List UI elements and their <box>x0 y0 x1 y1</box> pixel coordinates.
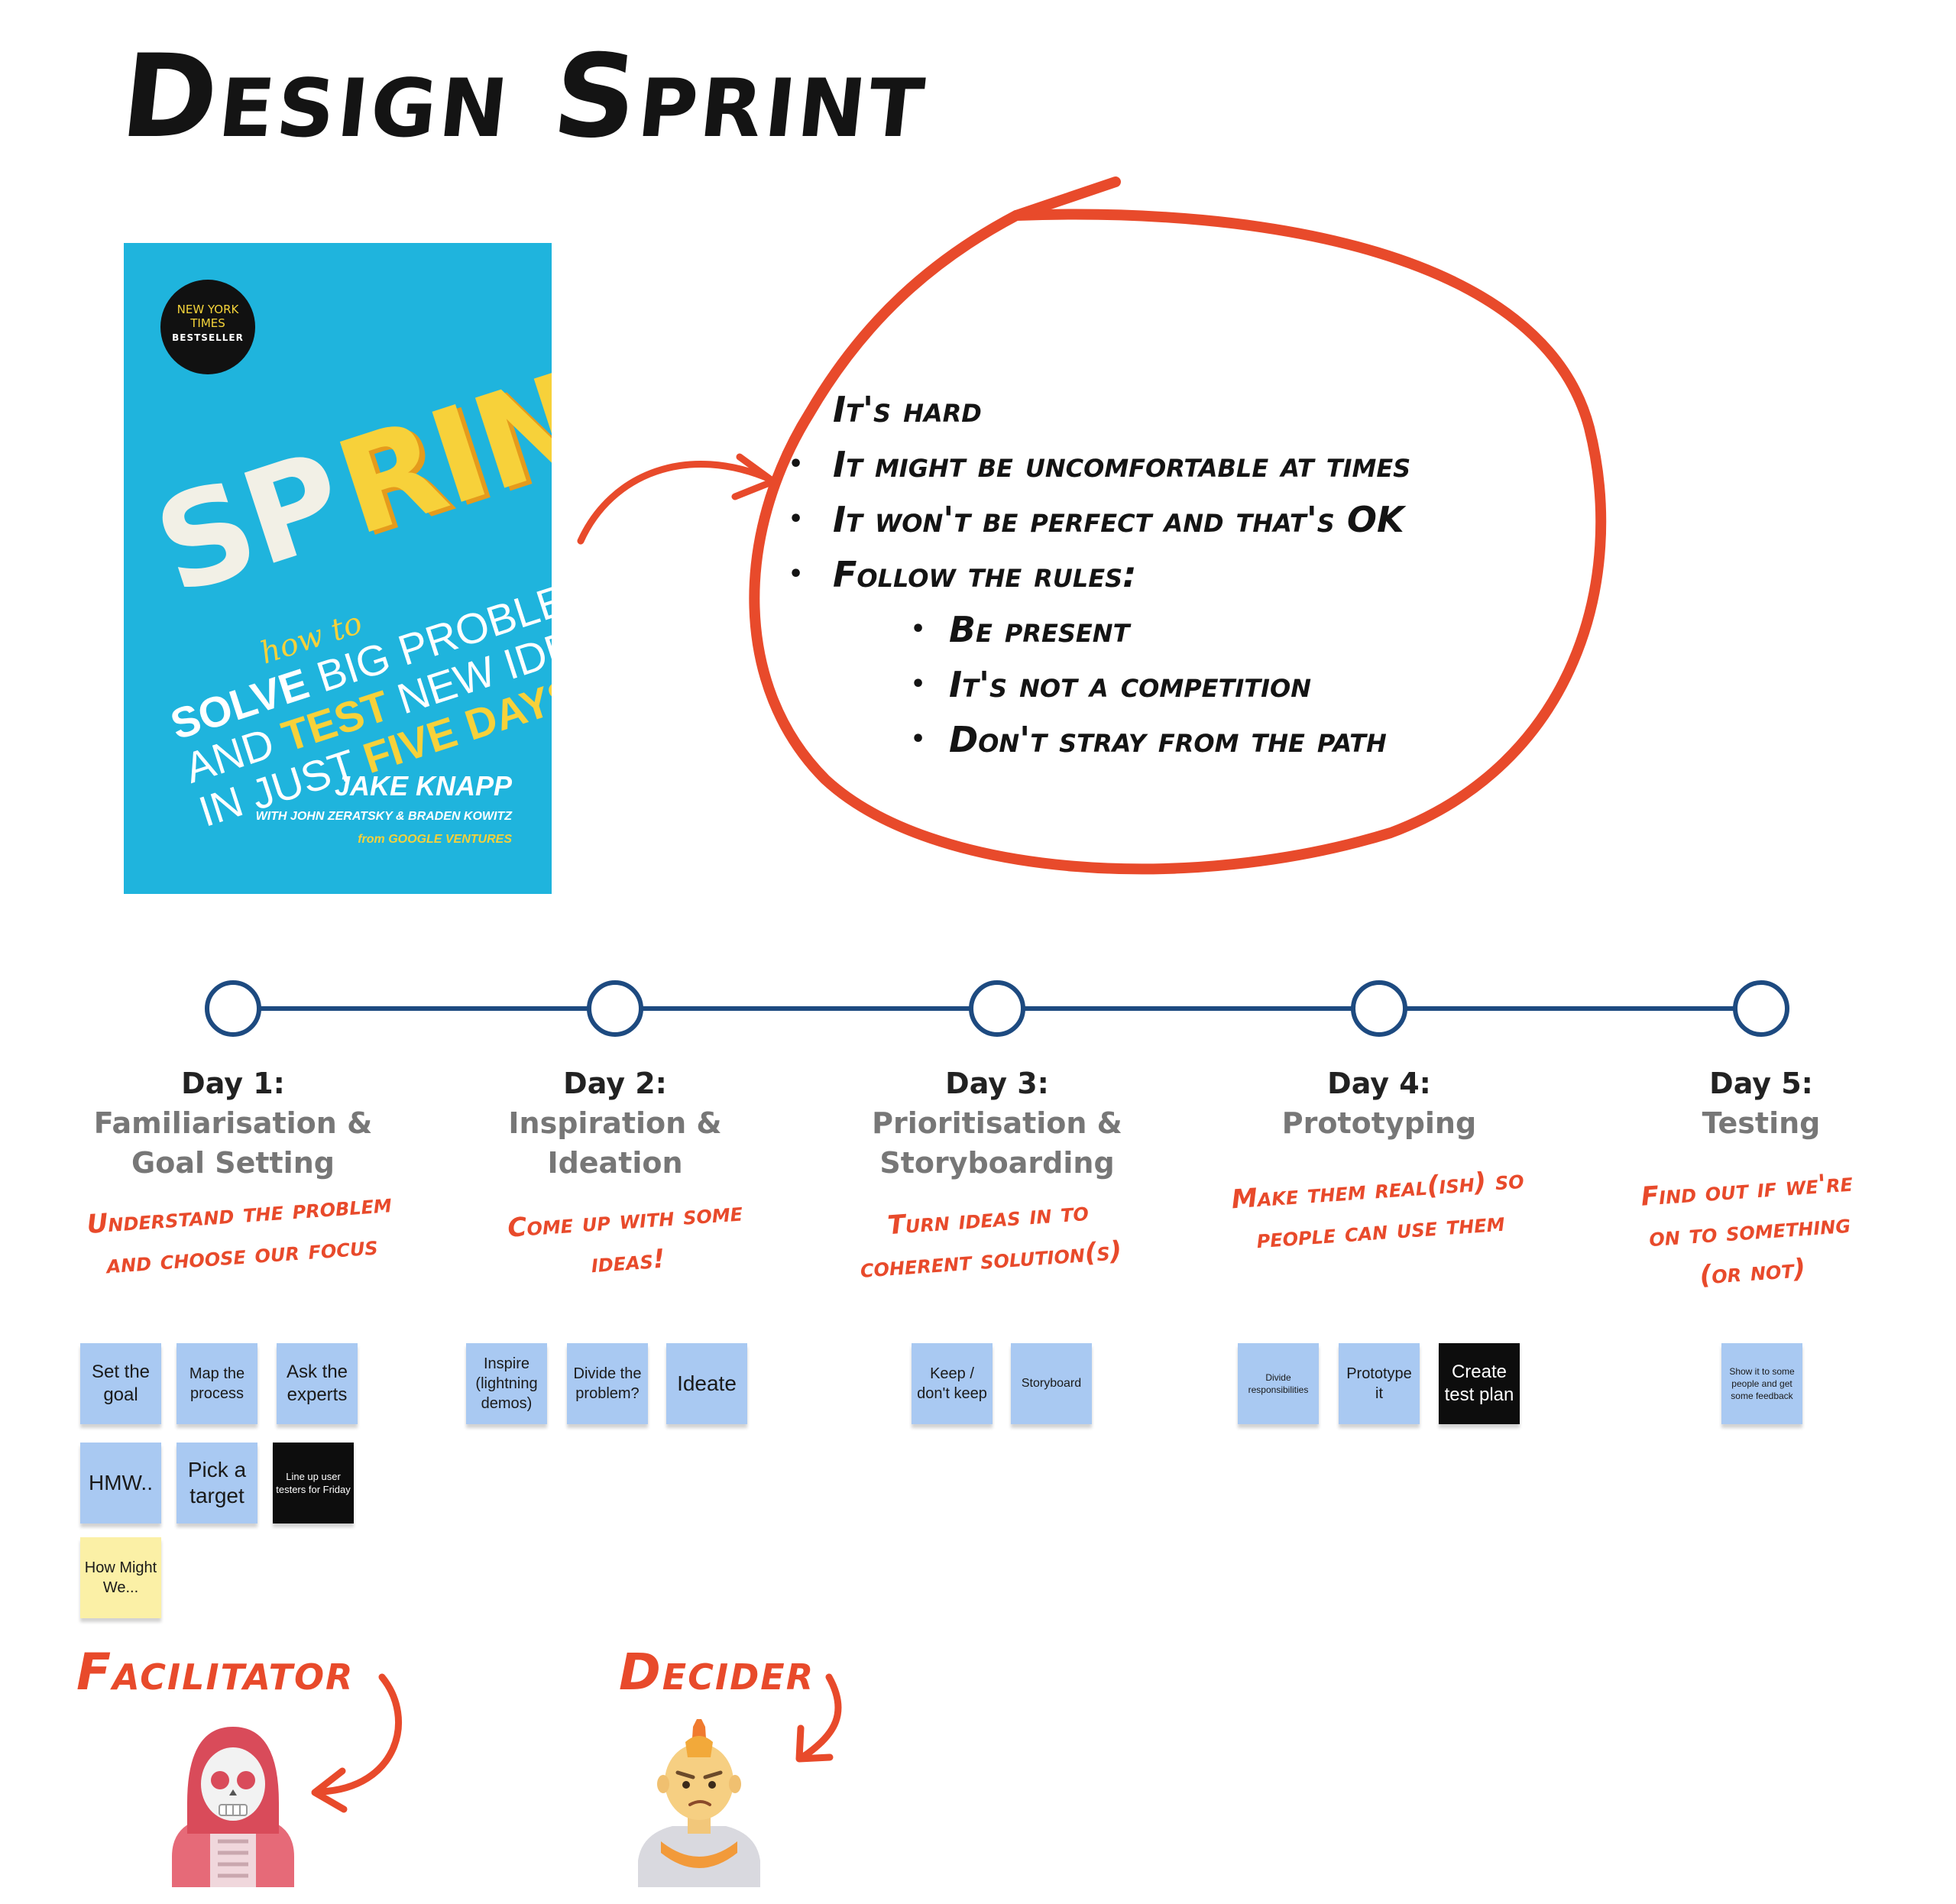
book-coauthors: WITH JOHN ZERATSKY & BRADEN KOWITZ <box>255 810 512 823</box>
rules-subitem: Be present <box>833 602 1410 657</box>
timeline-node-day4 <box>1351 980 1407 1037</box>
day-label: Day 5: <box>1709 1067 1813 1100</box>
day-title-line: Ideation <box>547 1146 683 1180</box>
mohawk-person-avatar-icon <box>638 1719 760 1887</box>
badge-line2: BESTSELLER <box>172 332 244 343</box>
sticky-note[interactable]: How Might We... <box>80 1537 161 1618</box>
role-decider-label: Decider <box>619 1643 815 1702</box>
sticky-note[interactable]: Storyboard <box>1011 1343 1092 1424</box>
sticky-note[interactable]: Divide the problem? <box>567 1343 648 1424</box>
timeline-node-day1 <box>205 980 261 1037</box>
sticky-note[interactable]: HMW.. <box>80 1443 161 1524</box>
day-title-line: Prioritisation & <box>872 1106 1122 1140</box>
sticky-note[interactable]: Create test plan <box>1439 1343 1520 1424</box>
timeline-node-day2 <box>587 980 643 1037</box>
facilitator-arrow <box>317 1673 402 1796</box>
sticky-note[interactable]: Keep / don't keep <box>912 1343 993 1424</box>
decider-arrowhead <box>795 1724 834 1763</box>
sticky-note[interactable]: Show it to some people and get some feed… <box>1721 1343 1802 1424</box>
day-title-line: Familiarisation & <box>93 1106 373 1140</box>
day-title-line: Testing <box>1702 1106 1821 1140</box>
role-facilitator-label: Facilitator <box>76 1643 355 1702</box>
rules-item: It might be uncomfortable at times <box>789 437 1410 492</box>
day-label: Day 4: <box>1327 1067 1431 1100</box>
day-title-line: Prototyping <box>1281 1106 1477 1140</box>
book-publisher: from GOOGLE VENTURES <box>358 833 512 846</box>
book-to-rules-arrow <box>577 461 776 545</box>
day-label: Day 3: <box>945 1067 1049 1100</box>
decider-arrow <box>798 1673 842 1761</box>
facilitator-arrowhead <box>311 1767 348 1813</box>
sprint-rules: It's hard It might be uncomfortable at t… <box>789 382 1410 767</box>
bestseller-badge: NEW YORK TIMES BESTSELLER <box>160 280 255 374</box>
day-label: Day 1: <box>181 1067 285 1100</box>
sticky-note[interactable]: Inspire (lightning demos) <box>466 1343 547 1424</box>
rules-item: It won't be perfect and that's OK <box>789 492 1410 547</box>
rules-circle-tail <box>1011 176 1121 221</box>
rules-circle-outline <box>749 209 1607 875</box>
timeline-node-day5 <box>1733 980 1789 1037</box>
day-label: Day 2: <box>563 1067 667 1100</box>
day-title-line: Goal Setting <box>131 1146 335 1180</box>
day4-heading: Day 4: Prototyping <box>1188 1064 1570 1143</box>
sticky-note[interactable]: Prototype it <box>1339 1343 1420 1424</box>
sprint-book-cover: NEW YORK TIMES BESTSELLER SP RINT how to… <box>124 243 552 894</box>
day3-heading: Day 3: Prioritisation & Storyboarding <box>806 1064 1188 1183</box>
book-to-rules-arrowhead <box>731 453 777 500</box>
book-author: JAKE KNAPP <box>334 770 512 801</box>
sticky-note[interactable]: Pick a target <box>176 1443 257 1524</box>
sticky-note[interactable]: Set the goal <box>80 1343 161 1424</box>
sticky-note[interactable]: Ideate <box>666 1343 747 1424</box>
sticky-note[interactable]: Divide responsibilities <box>1238 1343 1319 1424</box>
day-title-line: Inspiration & <box>508 1106 722 1140</box>
sticky-note[interactable]: Map the process <box>176 1343 257 1424</box>
sticky-note[interactable]: Line up user testers for Friday <box>273 1443 354 1524</box>
day5-heading: Day 5: Testing <box>1570 1064 1952 1143</box>
rules-intro: It's hard <box>833 389 982 430</box>
day1-heading: Day 1: Familiarisation & Goal Setting <box>42 1064 424 1183</box>
badge-line1: NEW YORK TIMES <box>176 303 239 330</box>
timeline-node-day3 <box>969 980 1025 1037</box>
rules-item: Follow the rules: <box>789 547 1410 602</box>
day-title-line: Storyboarding <box>879 1146 1115 1180</box>
rules-subitem: It's not a competition <box>833 657 1410 712</box>
sticky-note[interactable]: Ask the experts <box>277 1343 358 1424</box>
rules-subitem: Don't stray from the path <box>833 712 1410 767</box>
day2-heading: Day 2: Inspiration & Ideation <box>424 1064 806 1183</box>
hooded-skull-avatar-icon <box>172 1727 294 1887</box>
